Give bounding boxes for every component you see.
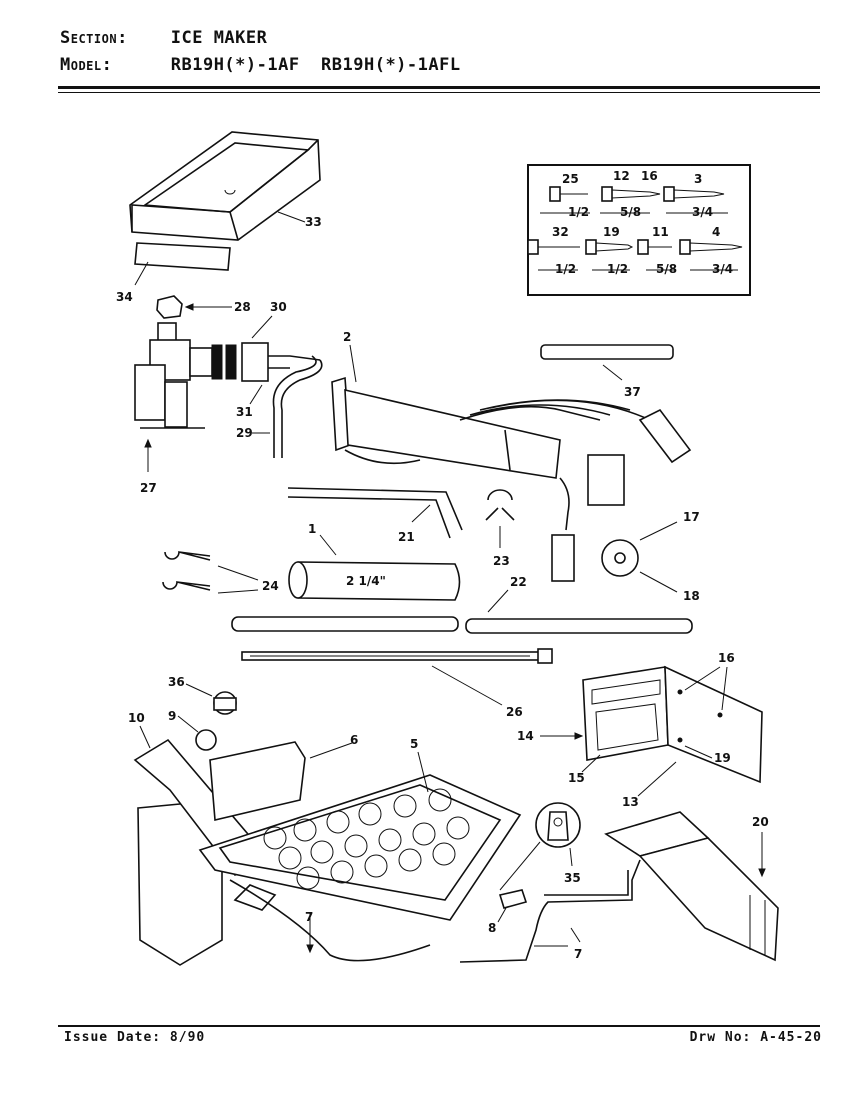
section-label: Section: bbox=[60, 28, 128, 48]
shutoff-arm bbox=[459, 859, 641, 963]
callout-20: 20 bbox=[752, 815, 769, 829]
fill-tube bbox=[272, 355, 323, 458]
callout-10: 10 bbox=[128, 711, 145, 725]
drain-tube bbox=[287, 487, 463, 539]
callout-2: 2 bbox=[343, 330, 351, 344]
callout-18: 18 bbox=[683, 589, 700, 603]
callout-9: 9 bbox=[168, 709, 176, 723]
callout-37: 37 bbox=[624, 385, 641, 399]
callout-23: 23 bbox=[493, 554, 510, 568]
mounting-shelf bbox=[604, 811, 779, 962]
callout-22: 22 bbox=[510, 575, 527, 589]
callout-11: 11 bbox=[652, 225, 669, 239]
callout-33: 33 bbox=[305, 215, 322, 229]
compression-nut bbox=[156, 295, 183, 319]
clip-35-detail bbox=[535, 802, 581, 848]
callout-15: 15 bbox=[568, 771, 585, 785]
callout-19a: 19 bbox=[603, 225, 620, 239]
screw-size-19: 1/2 bbox=[607, 262, 628, 276]
callout-25: 25 bbox=[562, 172, 579, 186]
screw-size-12: 5/8 bbox=[620, 205, 641, 219]
model-label: Model: bbox=[60, 55, 113, 75]
screw-size-32: 1/2 bbox=[555, 262, 576, 276]
callout-29: 29 bbox=[236, 426, 253, 440]
screw-size-11: 5/8 bbox=[656, 262, 677, 276]
front-cover bbox=[582, 665, 763, 784]
callout-19b: 19 bbox=[714, 751, 731, 765]
screw-size-4: 3/4 bbox=[712, 262, 733, 276]
cable-tie bbox=[241, 648, 553, 664]
foam-strip bbox=[540, 344, 674, 360]
callout-27: 27 bbox=[140, 481, 157, 495]
callout-6: 6 bbox=[350, 733, 358, 747]
header-rule-thick bbox=[58, 86, 820, 89]
callout-31: 31 bbox=[236, 405, 253, 419]
callout-26: 26 bbox=[506, 705, 523, 719]
screw-size-3: 3/4 bbox=[692, 205, 713, 219]
wiring-harness bbox=[331, 376, 692, 582]
water-valve bbox=[134, 322, 321, 429]
ice-maker-assembly bbox=[133, 738, 522, 966]
water-tube-right bbox=[465, 618, 693, 634]
bin-front-strip bbox=[134, 242, 231, 271]
issue-date: Issue Date: 8/90 bbox=[64, 1030, 206, 1045]
callout-4: 4 bbox=[712, 225, 720, 239]
callout-7a: 7 bbox=[305, 910, 313, 924]
callout-16b: 16 bbox=[718, 651, 735, 665]
callout-24: 24 bbox=[262, 579, 279, 593]
callout-36: 36 bbox=[168, 675, 185, 689]
model-value: RB19H(*)-1AF RB19H(*)-1AFL bbox=[170, 55, 461, 75]
retaining-clips bbox=[162, 550, 211, 591]
header-rule-thin bbox=[58, 92, 820, 93]
hose-clamp bbox=[485, 489, 515, 521]
callout-28: 28 bbox=[234, 300, 251, 314]
callout-7b: 7 bbox=[574, 947, 582, 961]
section-line: Section: ICE MAKER bbox=[60, 28, 267, 48]
callout-5: 5 bbox=[410, 737, 418, 751]
model-line: Model: RB19H(*)-1AF RB19H(*)-1AFL bbox=[60, 55, 461, 75]
callout-13: 13 bbox=[622, 795, 639, 809]
screw-size-chart: 25 12 16 3 1/2 5/8 3/4 32 19 11 4 1/2 1/… bbox=[527, 164, 751, 296]
callout-30: 30 bbox=[270, 300, 287, 314]
water-tube-left bbox=[231, 616, 459, 632]
clip-9 bbox=[195, 729, 217, 751]
callout-3: 3 bbox=[694, 172, 702, 186]
footer-rule bbox=[58, 1025, 820, 1027]
callout-35: 35 bbox=[564, 871, 581, 885]
callout-12: 12 bbox=[613, 169, 630, 183]
callout-1: 1 bbox=[308, 522, 316, 536]
clip-8 bbox=[498, 889, 528, 909]
fill-cup-tube bbox=[288, 561, 461, 601]
callout-21: 21 bbox=[398, 530, 415, 544]
section-value: ICE MAKER bbox=[170, 28, 268, 48]
callout-34: 34 bbox=[116, 290, 133, 304]
ice-bin bbox=[129, 131, 321, 241]
drawing-number: Drw No: A-45-20 bbox=[689, 1030, 822, 1045]
callout-32: 32 bbox=[552, 225, 569, 239]
callout-8: 8 bbox=[488, 921, 496, 935]
callout-14: 14 bbox=[517, 729, 534, 743]
callout-17: 17 bbox=[683, 510, 700, 524]
tube-length: 2 1/4" bbox=[346, 574, 386, 588]
screw-size-25: 1/2 bbox=[568, 205, 589, 219]
callout-16a: 16 bbox=[641, 169, 658, 183]
